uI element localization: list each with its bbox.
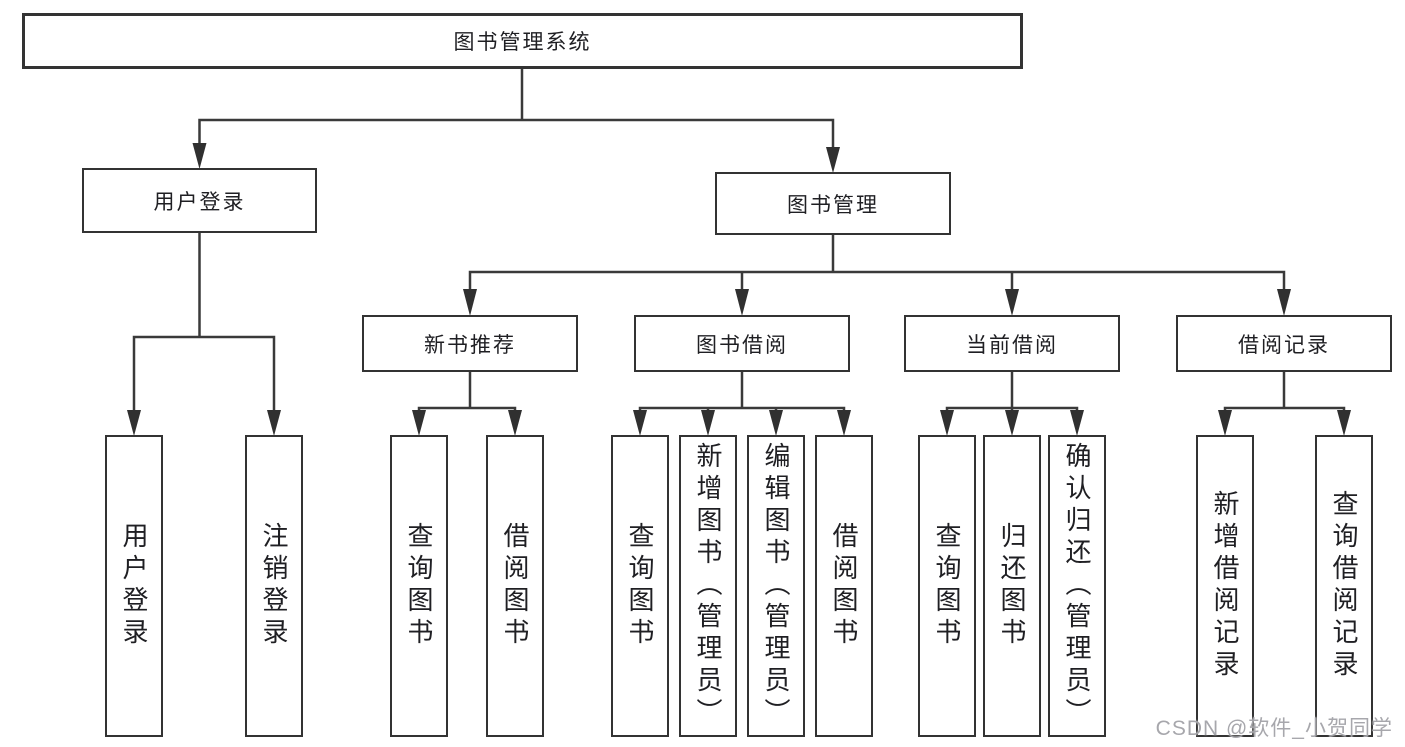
leaf-query-books-current: 查询图书 xyxy=(918,435,976,737)
connector-borrowing-records-children xyxy=(1218,372,1351,436)
csdn-watermark: CSDN @软件_小贺同学 xyxy=(1155,717,1393,740)
leaf-confirm-return-admin: 确认归还（管理员） xyxy=(1048,435,1106,737)
node-library-management-system: 图书管理系统 xyxy=(22,13,1023,69)
connector-root-to-level2 xyxy=(192,69,840,173)
connector-new-book-children xyxy=(412,372,522,436)
leaf-borrow-books-borrowing: 借阅图书 xyxy=(815,435,873,737)
leaf-return-books: 归还图书 xyxy=(983,435,1041,737)
leaf-query-books-recommend: 查询图书 xyxy=(390,435,448,737)
connector-book-borrowing-children xyxy=(633,372,851,436)
leaf-borrow-books-recommend: 借阅图书 xyxy=(486,435,544,737)
node-borrowing-records: 借阅记录 xyxy=(1176,315,1392,372)
node-book-management: 图书管理 xyxy=(715,172,951,235)
connector-book-management-children xyxy=(463,235,1291,316)
leaf-edit-book-admin: 编辑图书（管理员） xyxy=(747,435,805,737)
node-book-borrowing: 图书借阅 xyxy=(634,315,850,372)
leaf-user-login: 用户登录 xyxy=(105,435,163,737)
leaf-query-books-borrowing: 查询图书 xyxy=(611,435,669,737)
leaf-logout: 注销登录 xyxy=(245,435,303,737)
leaf-query-borrow-record: 查询借阅记录 xyxy=(1315,435,1373,737)
leaf-add-borrow-record: 新增借阅记录 xyxy=(1196,435,1254,737)
node-new-book-recommend: 新书推荐 xyxy=(362,315,578,372)
node-user-login: 用户登录 xyxy=(82,168,317,233)
connector-user-login-children xyxy=(127,233,281,436)
leaf-add-book-admin: 新增图书（管理员） xyxy=(679,435,737,737)
node-current-borrowing: 当前借阅 xyxy=(904,315,1120,372)
connector-current-borrowing-children xyxy=(940,372,1084,436)
